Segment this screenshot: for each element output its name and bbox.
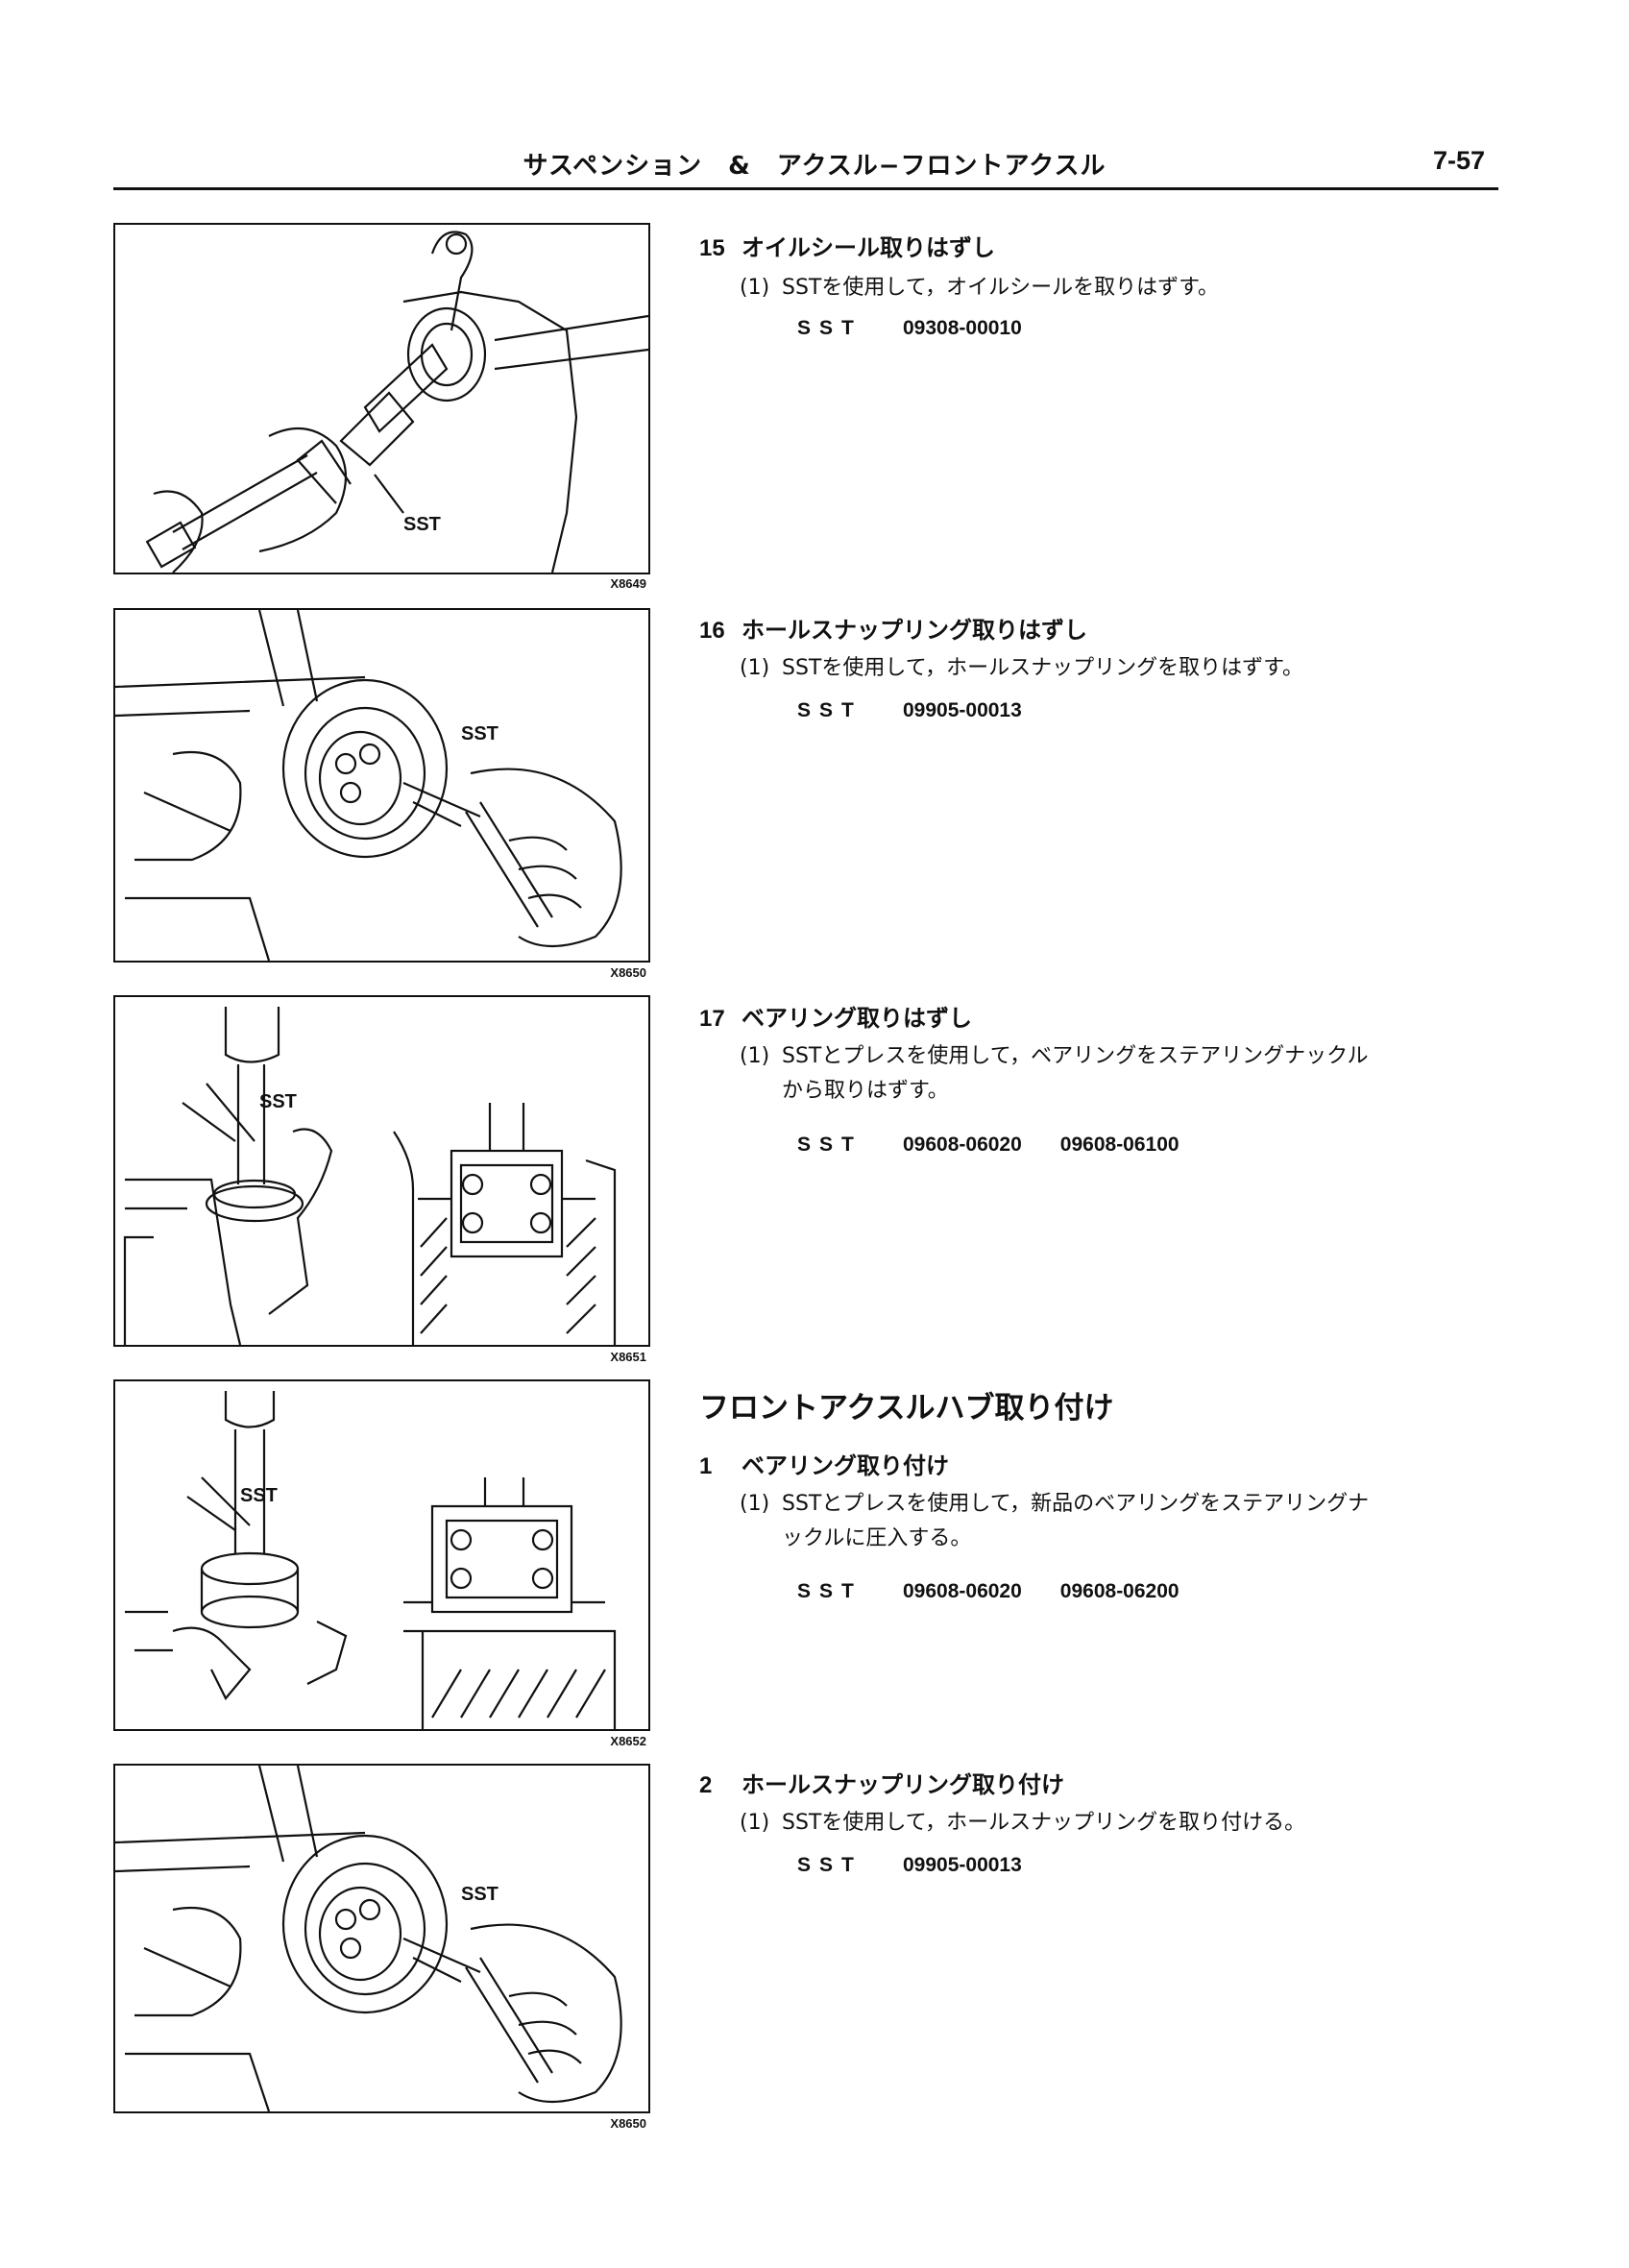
step-number: 16 <box>699 618 725 644</box>
step-number: 15 <box>699 235 725 261</box>
install-step-2-sst: SST 09905-00013 <box>797 1854 1060 1877</box>
figure-snap-ring-removal: SST <box>113 608 650 963</box>
step-16-sst: SST 09905-00013 <box>797 699 1060 722</box>
sst-code: 09905-00013 <box>903 699 1022 721</box>
sst-callout: SST <box>403 514 441 535</box>
step-number: 2 <box>699 1772 713 1798</box>
substep-mark: (1) <box>740 1811 770 1835</box>
step-15-title: 15 オイルシール取りはずし <box>699 229 995 262</box>
figure-code: X8650 <box>610 2116 646 2131</box>
bearing-removal-illustration: SST <box>123 1007 617 1345</box>
substep-line: SSTを使用して，ホールスナップリングを取りはずす。 <box>782 656 1303 680</box>
substep-mark: (1) <box>740 276 770 300</box>
figure-bearing-installation: SST <box>113 1379 650 1731</box>
figure-oil-seal-removal: SST <box>113 223 650 574</box>
sst-callout: SST <box>461 1884 498 1905</box>
figure-code: X8649 <box>610 576 646 591</box>
step-17-title: 17 ベアリング取りはずし <box>699 999 972 1033</box>
header-rule <box>113 187 1498 190</box>
install-step-1-substep: (1) SSTとプレスを使用して，新品のベアリングをステアリングナ ックルに圧入す… <box>740 1487 1489 1556</box>
sst-code: 09608-06020 <box>903 1134 1022 1156</box>
substep-line: から取りはずす。 <box>782 1079 949 1103</box>
substep-mark: (1) <box>740 1044 770 1068</box>
figure-snap-ring-installation: SST <box>113 1764 650 2113</box>
sst-code: 09905-00013 <box>903 1854 1022 1876</box>
step-title-text: ホールスナップリング取りはずし <box>742 617 1087 644</box>
step-15-sst: SST 09308-00010 <box>797 317 1060 340</box>
oil-seal-removal-illustration: SST <box>145 231 648 573</box>
step-16-substep: (1) SSTを使用して，ホールスナップリングを取りはずす。 <box>740 651 1489 686</box>
sst-label: SST <box>797 1580 863 1602</box>
step-17-sst: SST 09608-06020 09608-06100 <box>797 1134 1218 1157</box>
sst-code: 09608-06200 <box>1059 1580 1179 1602</box>
step-16-title: 16 ホールスナップリング取りはずし <box>699 611 1087 645</box>
step-number: 1 <box>699 1453 713 1479</box>
bearing-installation-illustration: SST <box>125 1391 617 1729</box>
substep-line: SSTとプレスを使用して，ベアリングをステアリングナックル <box>782 1044 1369 1068</box>
sst-label: SST <box>797 1134 863 1156</box>
figure-code: X8652 <box>610 1734 646 1748</box>
sst-code: 09308-00010 <box>903 317 1022 339</box>
install-step-1-title: 1 ベアリング取り付け <box>699 1447 949 1480</box>
step-17-substep: (1) SSTとプレスを使用して，ベアリングをステアリングナックル から取りはずす… <box>740 1039 1489 1109</box>
sst-callout: SST <box>461 723 498 744</box>
sst-callout: SST <box>240 1485 278 1506</box>
substep-line: SSTとプレスを使用して，新品のベアリングをステアリングナ <box>782 1492 1370 1516</box>
sst-code: 09608-06020 <box>903 1580 1022 1602</box>
substep-mark: (1) <box>740 656 770 680</box>
figure-code: X8650 <box>610 965 646 980</box>
snap-ring-removal-illustration: SST <box>115 610 622 961</box>
snap-ring-installation-illustration: SST <box>115 1766 622 2111</box>
page-header-title: サスペンション & アクスル−フロントアクスル <box>523 152 1106 181</box>
section-heading: フロントアクスルハブ取り付け <box>699 1391 1114 1426</box>
install-step-2-substep: (1) SSTを使用して，ホールスナップリングを取り付ける。 <box>740 1806 1489 1841</box>
sst-label: SST <box>797 699 863 721</box>
step-title-text: オイルシール取りはずし <box>742 234 995 261</box>
sst-callout: SST <box>259 1091 297 1112</box>
install-step-1-sst: SST 09608-06020 09608-06200 <box>797 1580 1218 1603</box>
step-title-text: ベアリング取り付け <box>742 1452 949 1479</box>
substep-line: SSTを使用して，ホールスナップリングを取り付ける。 <box>782 1811 1306 1835</box>
sst-label: SST <box>797 317 863 339</box>
step-15-substep: (1) SSTを使用して，オイルシールを取りはずす。 <box>740 271 1489 305</box>
figure-code: X8651 <box>610 1350 646 1364</box>
step-number: 17 <box>699 1006 725 1032</box>
substep-line: ックルに圧入する。 <box>782 1526 972 1550</box>
sst-code: 09608-06100 <box>1059 1134 1179 1156</box>
step-title-text: ホールスナップリング取り付け <box>742 1771 1064 1798</box>
substep-line: SSTを使用して，オイルシールを取りはずす。 <box>782 276 1219 300</box>
substep-mark: (1) <box>740 1492 770 1516</box>
step-title-text: ベアリング取りはずし <box>742 1005 972 1032</box>
page-number: 7-57 <box>1432 146 1485 175</box>
install-step-2-title: 2 ホールスナップリング取り付け <box>699 1766 1064 1799</box>
sst-label: SST <box>797 1854 863 1876</box>
figure-bearing-removal: SST <box>113 995 650 1347</box>
